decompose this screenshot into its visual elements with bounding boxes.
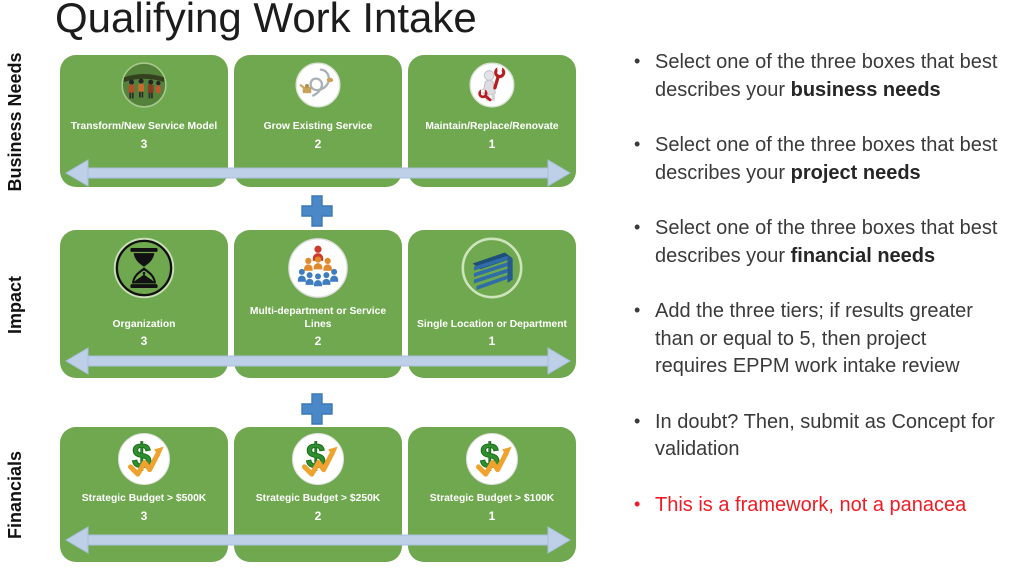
box-multi-department: Multi-department or Service Lines 2	[234, 230, 402, 378]
box-label: Transform/New Service Model	[70, 121, 218, 132]
bullet-project-needs: Select one of the three boxes that best …	[632, 131, 1018, 187]
row-label-financials: Financials	[5, 450, 25, 540]
box-score: 1	[488, 509, 496, 523]
financials-row: $ Strategic Budget > $500K 3 $ Strategic…	[60, 427, 576, 562]
box-label: Multi-department or Service Lines	[249, 306, 387, 330]
bullet-framework-warning: This is a framework, not a panacea	[632, 491, 1018, 520]
box-label: Maintain/Replace/Renovate	[425, 121, 559, 132]
box-single-location: Single Location or Department 1	[408, 230, 576, 378]
box-score: 1	[488, 137, 496, 151]
plus-icon	[301, 195, 333, 227]
wrench-figure-icon	[469, 62, 515, 108]
box-score: 3	[140, 509, 148, 523]
impact-row: Organization 3	[60, 230, 576, 378]
box-label: Grow Existing Service	[263, 121, 373, 132]
bullet-business-needs: Select one of the three boxes that best …	[632, 48, 1018, 104]
box-label: Strategic Budget > $500K	[81, 493, 207, 504]
box-transform-new-service-model: Transform/New Service Model 3	[60, 55, 228, 187]
page-title: Qualifying Work Intake	[55, 0, 477, 41]
bullet-financial-needs: Select one of the three boxes that best …	[632, 214, 1018, 270]
box-label: Organization	[112, 319, 176, 330]
box-budget-500k: $ Strategic Budget > $500K 3	[60, 427, 228, 562]
box-label: Strategic Budget > $250K	[255, 493, 381, 504]
building-icon	[461, 237, 523, 299]
row-label-business-needs: Business Needs	[5, 52, 25, 192]
box-grow-existing-service: Grow Existing Service 2	[234, 55, 402, 187]
box-budget-250k: $ Strategic Budget > $250K 2	[234, 427, 402, 562]
instructions-panel: Select one of the three boxes that best …	[632, 48, 1018, 547]
dollar-check-icon: $	[117, 432, 171, 486]
dollar-check-icon: $	[465, 432, 519, 486]
box-score: 2	[314, 137, 322, 151]
box-label: Strategic Budget > $100K	[429, 493, 555, 504]
box-score: 2	[314, 509, 322, 523]
people-group-icon	[287, 237, 349, 299]
bullet-add-tiers: Add the three tiers; if results greater …	[632, 297, 1018, 381]
box-organization: Organization 3	[60, 230, 228, 378]
dollar-check-icon: $	[291, 432, 345, 486]
box-label: Single Location or Department	[417, 319, 567, 330]
bullet-in-doubt: In doubt? Then, submit as Concept for va…	[632, 408, 1018, 464]
box-budget-100k: $ Strategic Budget > $100K 1	[408, 427, 576, 562]
box-score: 1	[488, 334, 496, 348]
hourglass-icon	[113, 237, 175, 299]
box-maintain-replace-renovate: Maintain/Replace/Renovate 1	[408, 55, 576, 187]
box-score: 2	[314, 334, 322, 348]
box-score: 3	[140, 137, 148, 151]
grow-sprout-icon	[295, 62, 341, 108]
box-score: 3	[140, 334, 148, 348]
row-label-impact: Impact	[5, 275, 25, 335]
team-photo-icon	[121, 62, 167, 108]
plus-icon	[301, 393, 333, 425]
business-needs-row: Transform/New Service Model 3 Grow Exist…	[60, 55, 576, 187]
